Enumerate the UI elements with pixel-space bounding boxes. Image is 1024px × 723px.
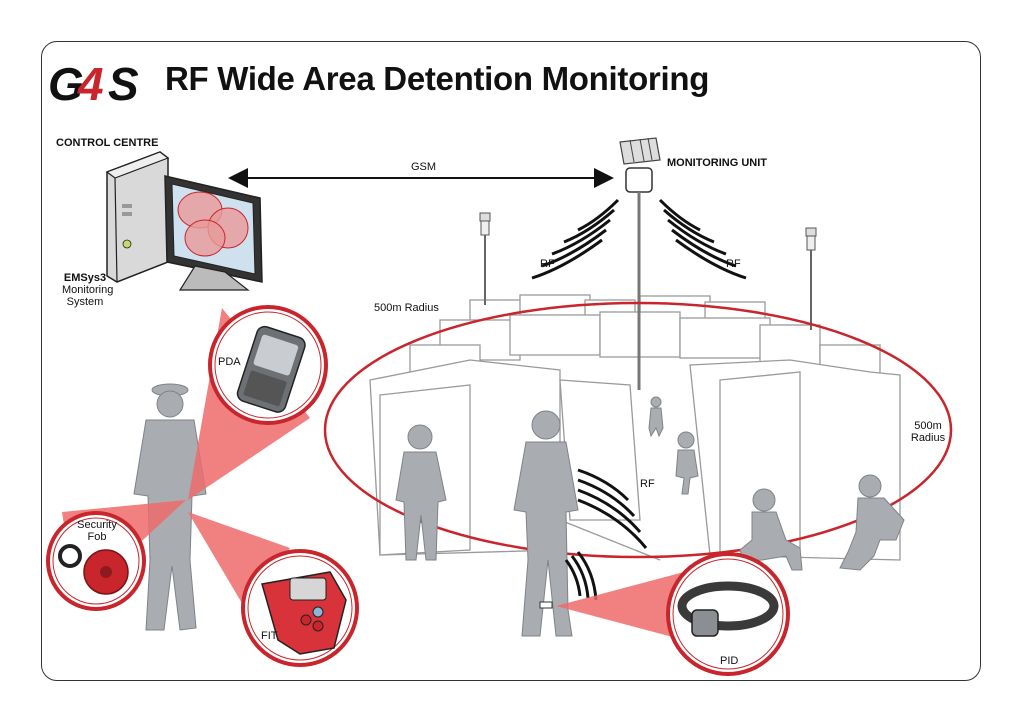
computer-tower [105, 151, 170, 283]
emsys-desc-line1: Monitoring [62, 284, 114, 297]
label-pda: PDA [218, 356, 241, 368]
label-fit: FIT [261, 630, 278, 642]
callout-pid-wedge [556, 572, 684, 640]
label-rf-pid: RF [640, 478, 655, 490]
diagram-border [41, 41, 981, 681]
settlement-background [369, 294, 901, 561]
label-emsys: EMSys3 Monitoring System [62, 272, 114, 309]
callout-fob [46, 511, 146, 611]
rf-waves-tower [531, 198, 747, 280]
callout-pda [208, 305, 328, 425]
emsys-desc-line2: System [66, 296, 104, 309]
page-title: RF Wide Area Detention Monitoring [165, 60, 710, 97]
label-pid: PID [720, 655, 739, 667]
label-rf-left: RF [540, 258, 555, 270]
svg-text:G: G [48, 58, 84, 110]
person-walking-far [648, 396, 664, 438]
mast-right [805, 227, 817, 330]
person-sitting-1 [739, 488, 803, 571]
g4s-logo: G 4 S [48, 58, 139, 110]
monitor [164, 175, 263, 291]
emsys-name: EMSys3 [63, 272, 107, 284]
person-center-with-pid [513, 410, 579, 637]
svg-text:S: S [108, 58, 139, 110]
rf-waves-pid [564, 468, 648, 601]
label-gsm: GSM [411, 161, 437, 173]
radius-right-line2: Radius [910, 432, 946, 445]
person-sitting-2 [839, 474, 905, 571]
mast-left [479, 212, 491, 305]
label-radius-left: 500m Radius [374, 302, 439, 314]
svg-text:4: 4 [77, 58, 104, 110]
label-monitoring-unit: MONITORING UNIT [667, 157, 768, 169]
person-standing-left [395, 424, 447, 561]
label-radius-right: 500m Radius [906, 420, 950, 444]
label-rf-right: RF [726, 258, 741, 270]
monitoring-unit-tower [619, 137, 661, 390]
security-fob-line2: Fob [87, 531, 107, 544]
security-fob-line1: Security [77, 519, 117, 531]
callout-pid [666, 552, 790, 676]
label-security-fob: Security Fob [74, 519, 120, 543]
callout-fit-wedge [188, 512, 290, 610]
callout-fit [241, 549, 359, 667]
label-control-centre: CONTROL CENTRE [56, 137, 159, 149]
person-walking-mid [675, 431, 699, 495]
radius-right-line1: 500m [914, 420, 942, 432]
pda-device [236, 325, 306, 413]
radius-ellipse [323, 301, 953, 559]
